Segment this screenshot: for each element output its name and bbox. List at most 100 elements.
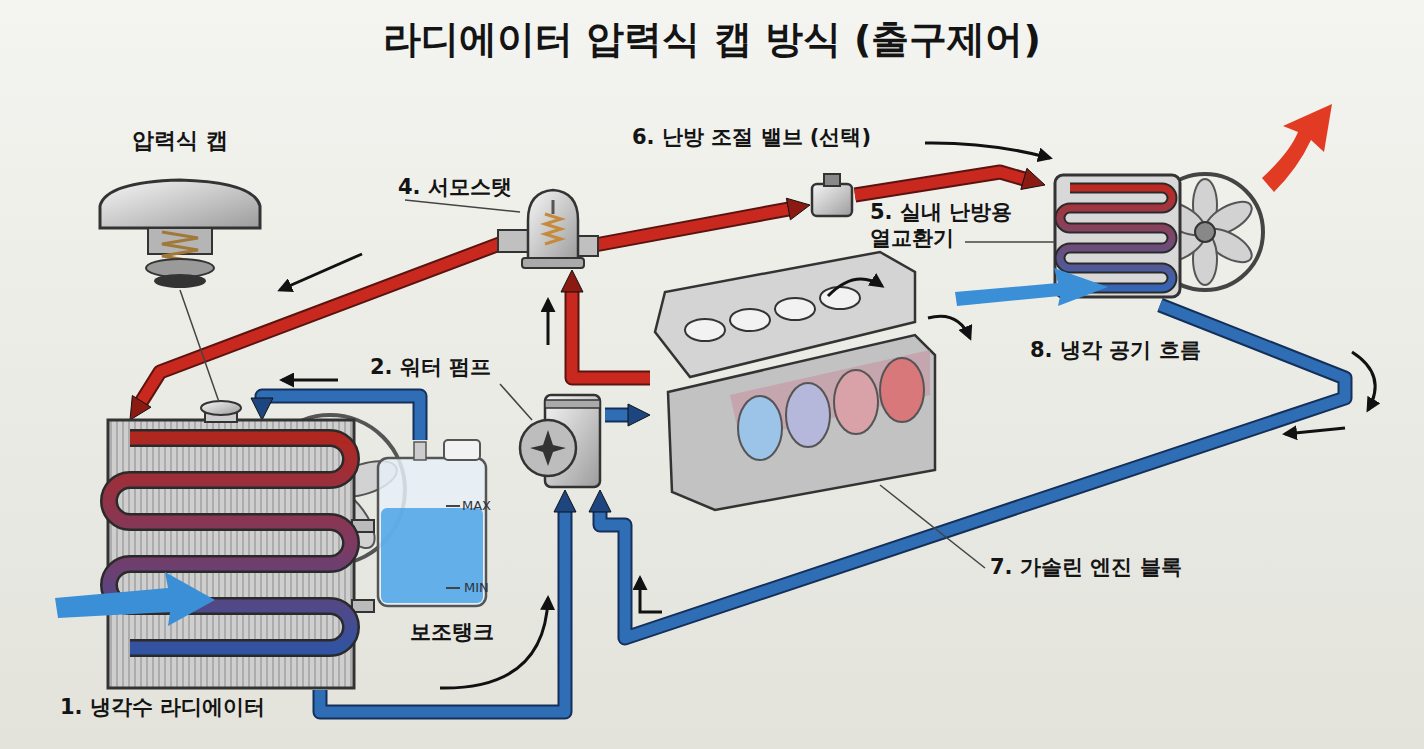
- pressure-cap: [100, 180, 260, 402]
- warm-air-arrow: [1262, 104, 1332, 192]
- air-flow-arrow: [55, 572, 215, 626]
- flow-arrowhead: [589, 490, 611, 512]
- level-mark: MIN: [464, 580, 489, 596]
- pump-volute: [520, 420, 576, 476]
- flow-arrow: [640, 578, 662, 612]
- flow-arrowhead: [130, 396, 151, 420]
- callout-label: 5. 실내 난방용 열교환기: [870, 200, 1020, 251]
- thermostat-stub: [498, 230, 530, 252]
- flow-arrow: [547, 300, 550, 345]
- water-pump: [500, 384, 600, 487]
- cap-seal: [154, 274, 206, 288]
- valve-knob: [824, 174, 840, 186]
- small-cap: [201, 401, 241, 415]
- heater-valve-node: 6. 난방 조절 밸브 (선택): [810, 175, 855, 225]
- radiator-core: [108, 420, 354, 688]
- thermostat: [405, 190, 598, 268]
- fan-hub: [1195, 222, 1215, 242]
- pipe-body: [140, 240, 511, 405]
- callout-label: 6. 난방 조절 밸브 (선택): [632, 125, 871, 151]
- callout-label: 8. 냉각 공기 흐름: [1030, 338, 1201, 364]
- pipe-body: [595, 208, 792, 245]
- flow-arrowhead: [786, 198, 810, 220]
- pipe-outline: [595, 208, 792, 245]
- flow-arrow: [1285, 428, 1345, 434]
- engine-lower-block: [668, 335, 935, 510]
- cap-leader-line: [180, 290, 219, 402]
- thermostat-flange: [522, 258, 584, 268]
- max-mark: [446, 505, 460, 507]
- pressure-cap-node: 압력식 캡: [100, 170, 260, 290]
- cylinder-bore: [820, 287, 860, 309]
- coolant-pipe: [595, 198, 810, 245]
- cylinder: [738, 396, 782, 460]
- coolant-pipe: [320, 490, 576, 712]
- heater-leader-line: [965, 241, 1055, 243]
- cap-shell: [100, 180, 260, 228]
- pump-band: [545, 400, 600, 408]
- radiator-tube: [109, 438, 351, 648]
- pipe-body: [855, 172, 1028, 195]
- cylinder: [786, 383, 830, 447]
- part-label: 압력식 캡: [100, 128, 260, 155]
- min-mark: [446, 587, 460, 589]
- callout-label: 7. 가솔린 엔진 블록: [990, 555, 1182, 581]
- coolant-pipe: [561, 270, 650, 378]
- flow-arrowhead: [554, 490, 576, 512]
- flow-arrowhead: [561, 270, 583, 292]
- cylinder: [880, 358, 924, 422]
- cylinder-bore: [685, 319, 725, 341]
- cooling-air-arrow: [955, 268, 1108, 306]
- heater-core-node: 5. 실내 난방용 열교환기: [1045, 165, 1267, 305]
- level-mark: MAX: [462, 498, 491, 514]
- engine-block: [655, 252, 985, 568]
- thermostat-housing: [528, 190, 578, 262]
- cylinder: [834, 370, 878, 434]
- flow-arrow: [828, 279, 882, 296]
- engine-leader-line: [880, 485, 985, 568]
- part-label: 보조탱크: [410, 620, 494, 646]
- thermostat-stem: [552, 200, 555, 214]
- flow-arrowhead: [628, 404, 650, 426]
- heater-tube: [1060, 188, 1172, 288]
- thermostat-stub: [576, 236, 598, 256]
- callout-label: 1. 냉각수 라디에이터: [60, 695, 265, 721]
- engine-block-node: 7. 가솔린 엔진 블록: [650, 250, 935, 510]
- radiator-bracket: [352, 600, 374, 612]
- heater-tube-outline: [1060, 188, 1172, 288]
- coolant-pipe: [855, 168, 1045, 195]
- valve-body: [812, 184, 852, 216]
- cap-spring: [162, 232, 198, 262]
- flow-arrow: [928, 316, 970, 338]
- radiator-tube-outline: [109, 438, 351, 648]
- coolant-pipe: [605, 404, 650, 426]
- flow-arrow: [280, 254, 362, 290]
- flow-arrows: [280, 143, 1375, 688]
- tank-nipple: [414, 442, 426, 460]
- flow-arrowhead: [251, 398, 273, 420]
- flow-arrow: [282, 379, 338, 382]
- pipe-body: [572, 288, 650, 378]
- diagram-title: 라디에이터 압력식 캡 방식 (출구제어): [0, 16, 1424, 62]
- cylinder-bore: [730, 309, 770, 331]
- flow-arrow: [925, 143, 1050, 158]
- thermostat-node: 4. 서모스탯: [510, 185, 595, 270]
- thermostat-spring: [545, 214, 561, 244]
- cylinder-bore: [775, 298, 815, 320]
- pipe-outline: [572, 288, 650, 378]
- pump-leader-line: [500, 384, 532, 420]
- flow-arrowhead: [1021, 168, 1045, 189]
- pump-impeller: [530, 430, 566, 466]
- tank-cap: [444, 440, 480, 460]
- pipe-outline: [855, 172, 1028, 195]
- reservoir-tank-node: MAXMIN보조탱크: [372, 440, 490, 610]
- radiator: [55, 401, 374, 688]
- callout-label: 2. 워터 펌프: [370, 355, 491, 381]
- pipe-outline: [140, 240, 511, 405]
- heater-valve: [812, 174, 852, 216]
- water-pump-node: 2. 워터 펌프: [520, 395, 605, 490]
- radiator-node: 1. 냉각수 라디에이터: [105, 420, 355, 690]
